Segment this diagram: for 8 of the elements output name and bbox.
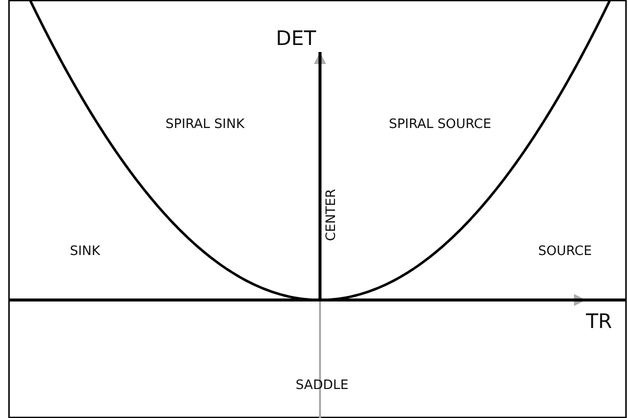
region-label: SPIRAL SINK [165, 117, 245, 133]
axis-label: TR [586, 310, 612, 332]
axis-label: DET [276, 27, 316, 49]
region-label: SPIRAL SOURCE [388, 117, 492, 133]
region-label: SINK [70, 244, 100, 260]
region-label: SOURCE [538, 244, 592, 260]
region-label: SADDLE [296, 378, 348, 394]
region-label: CENTER [324, 188, 340, 242]
